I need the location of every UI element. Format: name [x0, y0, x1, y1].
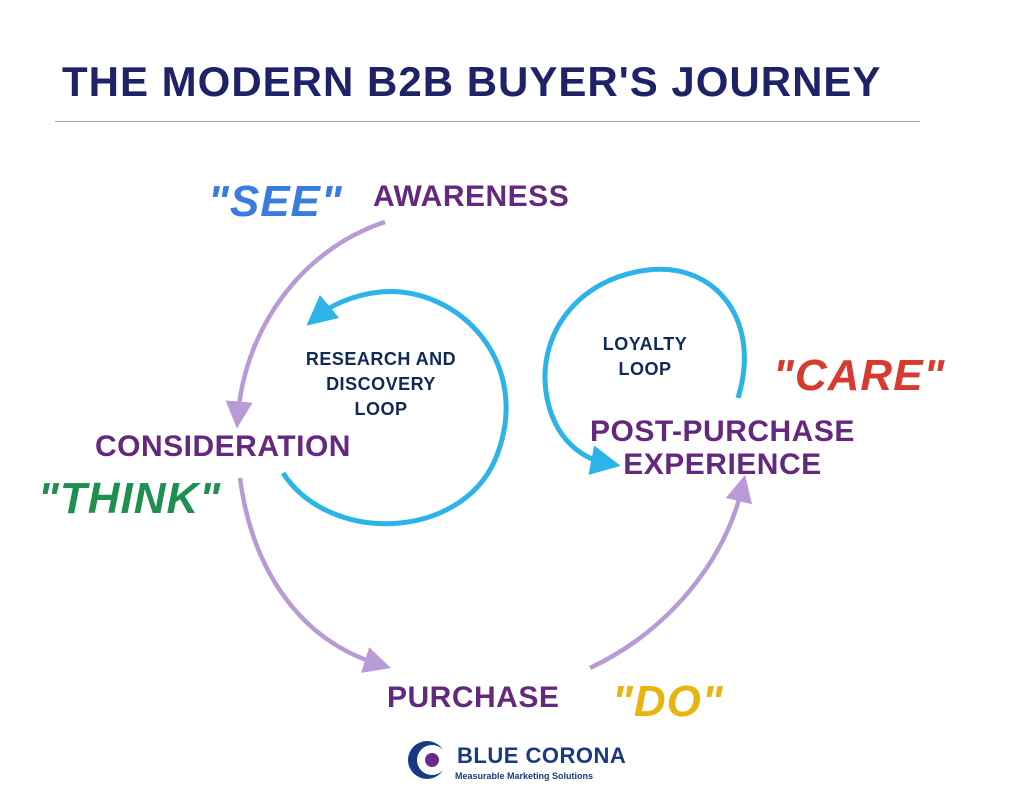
research-discovery-loop-arrow — [280, 289, 509, 527]
loyalty-loop-line1: LOYALTY — [602, 334, 688, 354]
quote-see: "SEE" — [208, 177, 343, 226]
stage-awareness: AWARENESS — [373, 180, 570, 213]
quote-think: "THINK" — [38, 474, 222, 523]
stage-consideration: CONSIDERATION — [95, 430, 351, 463]
arrow-purchase-to-post-purchase — [589, 474, 753, 671]
logo-name: BLUE CORONA — [457, 743, 627, 768]
stage-purchase: PURCHASE — [387, 681, 560, 714]
arrow-awareness-to-consideration — [225, 219, 386, 429]
stage-post-purchase: POST-PURCHASE EXPERIENCE — [590, 417, 855, 480]
blue-corona-logo-icon — [408, 741, 447, 779]
research-discovery-loop-label: RESEARCH AND DISCOVERY LOOP — [290, 347, 472, 423]
arrow-consideration-to-purchase — [237, 477, 391, 673]
loyalty-loop-line2: LOOP — [618, 359, 672, 380]
stage-post-purchase-line2: EXPERIENCE — [623, 448, 822, 481]
loyalty-loop-arrow — [542, 266, 747, 475]
loyalty-loop-label: LOYALTY LOOP — [585, 332, 705, 382]
quote-do: "DO" — [612, 677, 724, 726]
stage-post-purchase-line1: POST-PURCHASE — [590, 415, 855, 448]
research-loop-line2: DISCOVERY — [326, 374, 436, 395]
research-loop-line3: LOOP — [354, 399, 408, 420]
page-title: THE MODERN B2B BUYER'S JOURNEY — [62, 58, 882, 105]
research-loop-line1: RESEARCH AND — [305, 349, 457, 369]
title-divider — [55, 121, 920, 122]
logo-tagline: Measurable Marketing Solutions — [455, 771, 594, 781]
quote-care: "CARE" — [773, 351, 946, 400]
